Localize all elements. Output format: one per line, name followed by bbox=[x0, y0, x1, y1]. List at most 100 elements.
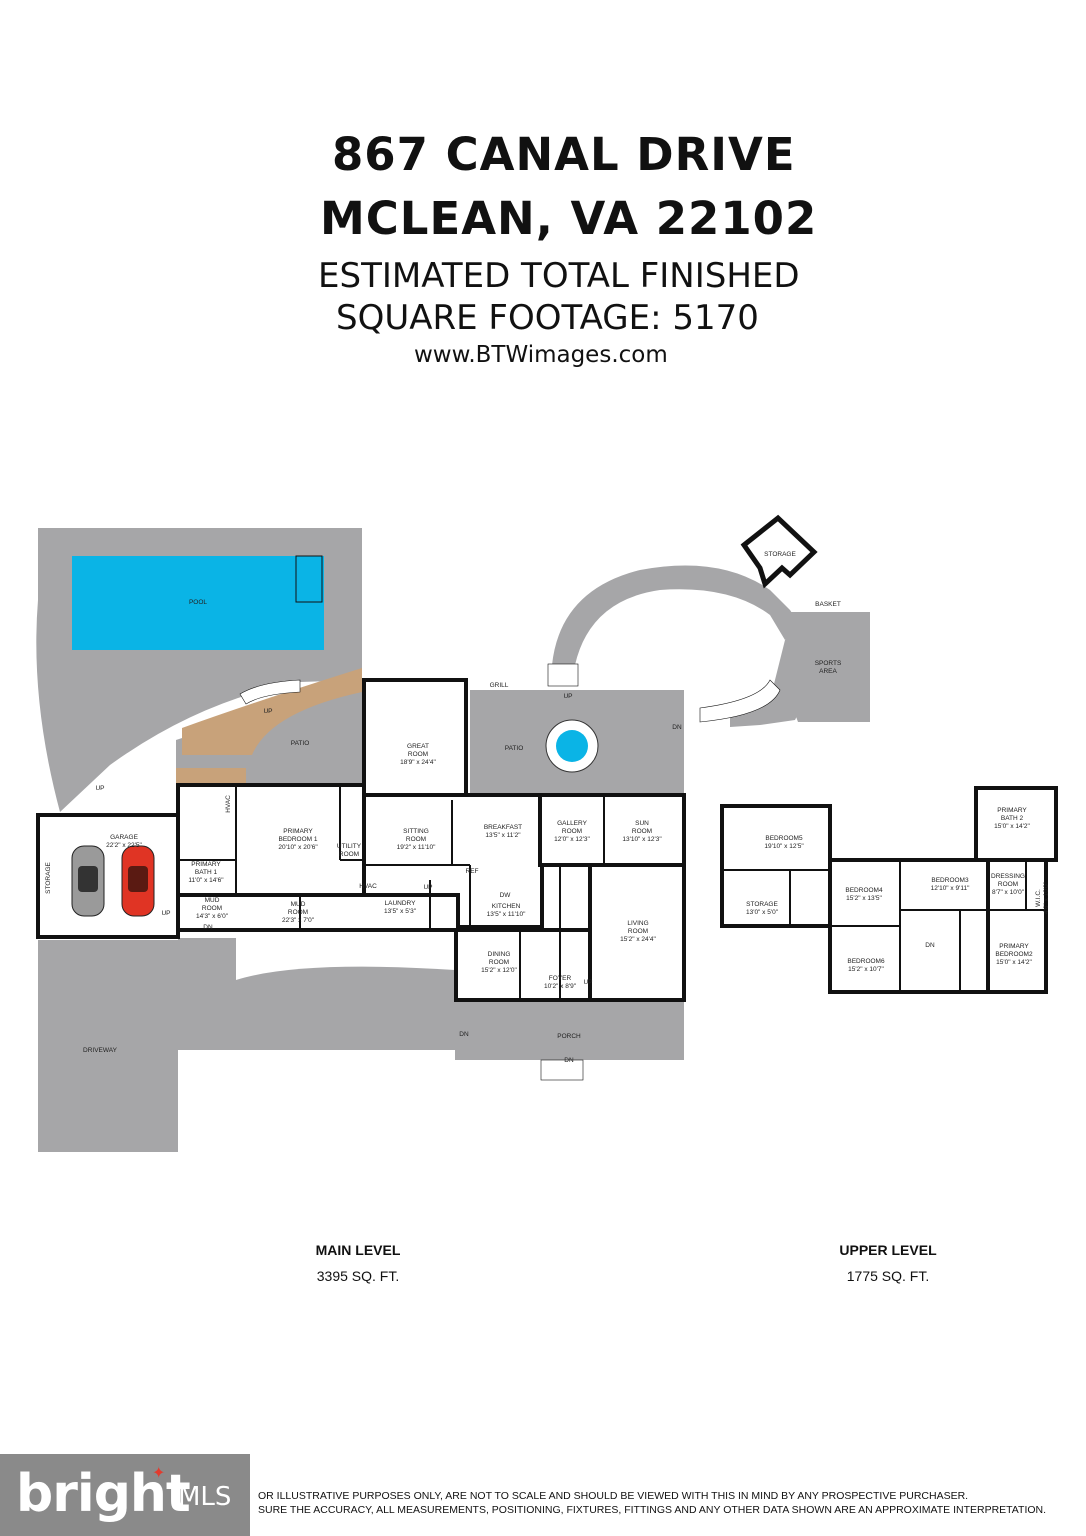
label-patio-left: PATIO bbox=[291, 740, 310, 747]
label-dining-3: 15'2" x 12'0" bbox=[481, 967, 517, 974]
label-bed4-2: 15'2" x 13'5" bbox=[846, 895, 882, 902]
label-laundry-2: 13'5" x 5'3" bbox=[384, 908, 417, 915]
label-basket: BASKET bbox=[815, 601, 841, 608]
label-kitchen-2: 13'5" x 11'10" bbox=[487, 911, 526, 918]
label-ustorage-2: 13'0" x 5'0" bbox=[746, 909, 779, 916]
steps bbox=[239, 663, 781, 1081]
label-sports-1: SPORTS bbox=[815, 660, 842, 667]
label-up-6: UP bbox=[583, 979, 592, 986]
label-wic-1: W.I.C. bbox=[1035, 889, 1042, 907]
label-dining-1: DINING bbox=[488, 951, 511, 958]
label-dn-3: DN bbox=[459, 1031, 469, 1038]
label-bed4-1: BEDROOM4 bbox=[845, 887, 883, 894]
sports-area-shape bbox=[786, 612, 870, 722]
label-dressing-2: ROOM bbox=[998, 881, 1018, 888]
website: www.BTWimages.com bbox=[414, 342, 668, 368]
label-sitting-1: SITTING bbox=[403, 828, 429, 835]
label-up-2: UP bbox=[95, 785, 104, 792]
label-sun-2: ROOM bbox=[632, 828, 652, 835]
upper-level-labels: BEDROOM5 19'10" x 12'5" STORAGE 13'0" x … bbox=[746, 807, 1050, 973]
pool-shape bbox=[72, 556, 324, 650]
upper-level-walls bbox=[720, 786, 1058, 994]
label-driveway: DRIVEWAY bbox=[83, 1047, 118, 1054]
path-strip bbox=[236, 966, 455, 1012]
label-mud1-2: ROOM bbox=[202, 905, 222, 912]
label-up-3: UP bbox=[563, 693, 572, 700]
upper-level-area: 1775 SQ. FT. bbox=[846, 1268, 930, 1284]
label-ustorage-1: STORAGE bbox=[746, 901, 778, 908]
label-utility-1: UTILITY bbox=[337, 843, 362, 850]
label-foyer-1: FOYER bbox=[549, 975, 572, 982]
brand-wordmark: bright bbox=[16, 1464, 191, 1524]
hot-tub-water bbox=[556, 730, 588, 762]
label-dining-2: ROOM bbox=[489, 959, 509, 966]
label-gallery-1: GALLERY bbox=[557, 820, 588, 827]
label-living-3: 15'2" x 24'4" bbox=[620, 936, 656, 943]
label-up-1: UP bbox=[263, 708, 272, 715]
label-bed3-1: BEDROOM3 bbox=[931, 877, 969, 884]
label-patio-right: PATIO bbox=[505, 745, 524, 752]
patio-left-area bbox=[176, 680, 362, 790]
label-gallery-3: 12'0" x 12'3" bbox=[554, 836, 590, 843]
label-laundry-1: LAUNDRY bbox=[385, 900, 417, 907]
label-hvac-2: HVAC bbox=[359, 883, 377, 890]
label-bed6-2: 15'2" x 10'7" bbox=[848, 966, 884, 973]
label-mud1-3: 14'3" x 6'0" bbox=[196, 913, 229, 920]
sqft-line-1: ESTIMATED TOTAL FINISHED bbox=[318, 256, 800, 296]
sqft-line-2: SQUARE FOOTAGE: 5170 bbox=[336, 298, 759, 338]
main-level-caption: MAIN LEVEL 3395 SQ. FT. bbox=[298, 1242, 418, 1284]
label-pb1-3: 20'10" x 20'6" bbox=[278, 844, 318, 851]
label-pbath1-3: 11'0" x 14'6" bbox=[188, 877, 224, 884]
label-foyer-2: 10'2" x 8'9" bbox=[544, 983, 577, 990]
label-pbed2-1: PRIMARY bbox=[999, 943, 1029, 950]
label-garage-1: GARAGE bbox=[110, 834, 138, 841]
label-utility-2: ROOM bbox=[339, 851, 359, 858]
label-storage-garage: STORAGE bbox=[45, 862, 52, 894]
label-pbath1-2: BATH 1 bbox=[195, 869, 218, 876]
address-line-1: 867 CANAL DRIVE bbox=[332, 128, 796, 181]
main-level-name: MAIN LEVEL bbox=[315, 1242, 401, 1258]
label-pool: POOL bbox=[189, 599, 207, 606]
upper-level-caption: UPPER LEVEL 1775 SQ. FT. bbox=[828, 1242, 948, 1284]
label-grill: GRILL bbox=[490, 682, 509, 689]
label-mud2-3: 22'3" x 7'0" bbox=[282, 917, 315, 924]
storage-kiosk bbox=[740, 514, 818, 589]
label-dressing-3: 8'7" x 10'0" bbox=[992, 889, 1025, 896]
label-sitting-2: ROOM bbox=[406, 836, 426, 843]
label-pbath2-2: BATH 2 bbox=[1001, 815, 1024, 822]
label-dn-2: DN bbox=[203, 924, 213, 931]
label-great-1: GREAT bbox=[407, 743, 429, 750]
main-level-labels: POOL STORAGE BASKET SPORTS AREA GRILL PA… bbox=[45, 551, 842, 1064]
label-storage-top: STORAGE bbox=[764, 551, 796, 558]
label-great-2: ROOM bbox=[408, 751, 428, 758]
label-hvac-1: HVAC bbox=[225, 795, 232, 813]
label-bed6-1: BEDROOM6 bbox=[847, 958, 885, 965]
label-ref: REF bbox=[466, 868, 479, 875]
label-mud2-2: ROOM bbox=[288, 909, 308, 916]
label-sun-1: SUN bbox=[635, 820, 649, 827]
label-dn-1: DN bbox=[672, 724, 682, 731]
main-level-walls bbox=[36, 678, 686, 1002]
label-pb1-1: PRIMARY bbox=[283, 828, 313, 835]
label-sports-2: AREA bbox=[819, 668, 837, 675]
label-sun-3: 13'10" x 12'3" bbox=[622, 836, 662, 843]
driveway-shape bbox=[38, 940, 178, 1152]
disclaimer-line-2: SURE THE ACCURACY, ALL MEASUREMENTS, POS… bbox=[258, 1504, 1047, 1516]
label-pbath2-3: 15'0" x 14'2" bbox=[994, 823, 1030, 830]
label-bed3-2: 12'10" x 9'11" bbox=[931, 885, 970, 892]
label-pbath2-1: PRIMARY bbox=[997, 807, 1027, 814]
label-sitting-3: 19'2" x 11'10" bbox=[397, 844, 436, 851]
label-gallery-2: ROOM bbox=[562, 828, 582, 835]
label-bed5-1: BEDROOM5 bbox=[765, 835, 803, 842]
label-bed5-2: 19'10" x 12'5" bbox=[764, 843, 804, 850]
label-dressing-1: DRESSING bbox=[991, 873, 1025, 880]
label-up-5: UP bbox=[423, 884, 432, 891]
deck-rect bbox=[176, 768, 246, 786]
driveway-right bbox=[178, 938, 455, 1050]
brand-suffix: MLS bbox=[178, 1482, 232, 1512]
label-dw: DW bbox=[500, 892, 512, 899]
label-upper-dn: DN bbox=[925, 942, 935, 949]
spark-icon: ✦ bbox=[152, 1465, 166, 1482]
label-garage-2: 22'2" x 22'5" bbox=[106, 842, 142, 849]
